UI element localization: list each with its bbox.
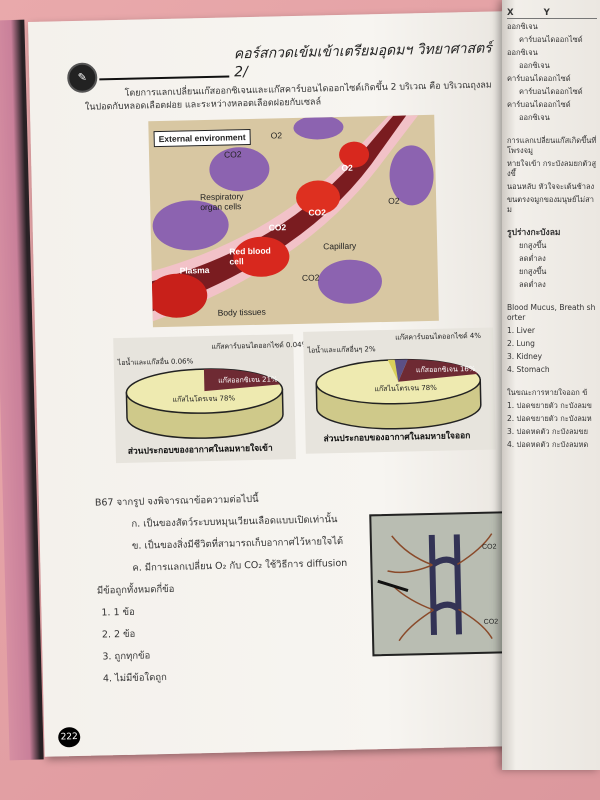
- question-stem: B67 จากรูป จงพิจารณาข้อความต่อไปนี้: [94, 493, 259, 509]
- choice: 1. 1 ข้อ: [101, 606, 135, 619]
- table-header-x: X: [507, 8, 514, 18]
- choice: 2. Lung: [507, 339, 535, 348]
- choice: 4. ปอดหดตัว กะบังลมหด: [507, 440, 589, 449]
- text-line: ยกสูงขึ้น: [519, 267, 547, 276]
- text-line: นอนหลับ หัวใจจะเต้นช้าลง: [507, 182, 595, 191]
- capillary-drawing: [148, 115, 434, 322]
- choice: 3. ถูกทุกข้อ: [102, 650, 151, 663]
- choice: 3. Kidney: [507, 352, 543, 361]
- intro-paragraph: โดยการแลกเปลี่ยนแก๊สออกซิเจนและแก๊สคาร์บ…: [84, 80, 492, 113]
- text-line: ขนตรงจมูกของมนุษย์ไม่สาม: [507, 195, 594, 214]
- text-line: ลดต่ำลง: [519, 254, 546, 263]
- table-cell: คาร์บอนไดออกไซด์: [507, 74, 571, 83]
- choice: 1. ปอดขยายตัว กะบังลมข: [507, 401, 592, 410]
- inhaled-pie-chart: [125, 368, 284, 439]
- label-co2: CO2: [308, 207, 326, 218]
- table-cell: คาร์บอนไดออกไซด์: [519, 87, 583, 96]
- book-page: ✎ คอร์สกวดเข้มเข้าเตรียมอุดมฯ วิทยาศาสตร…: [28, 10, 535, 757]
- title-divider: [99, 75, 230, 81]
- label-capillary: Capillary: [323, 240, 357, 252]
- gas-exchange-illustration: External environment CO2 O2 O2 O2 CO2 CO…: [148, 114, 439, 328]
- text-line: การแลกเปลี่ยนแก๊สเกิดขึ้นที่โพรงจมู: [507, 136, 597, 155]
- label-respiratory-cells: Respiratory organ cells: [199, 191, 244, 213]
- label-o2: O2: [388, 195, 400, 206]
- slice-label: ไอน้ำและแก๊สอื่นๆ 2%: [307, 345, 376, 355]
- slice-label: แก๊สคาร์บอนไดออกไซด์ 0.04%: [211, 340, 309, 351]
- label-co2: CO2: [301, 272, 320, 283]
- table-header: X Y: [507, 8, 597, 19]
- slice-label: แก๊สไนโตรเจน 78%: [374, 383, 437, 394]
- label-co2: CO2: [483, 618, 499, 626]
- question-prompt: มีข้อถูกทั้งหมดกี่ข้อ: [96, 583, 175, 597]
- column-header: รูปร่างกะบังลม: [507, 228, 561, 238]
- table-cell: ออกซิเจน: [507, 22, 538, 31]
- table-header-y: Y: [543, 8, 550, 18]
- table-cell: ออกซิเจน: [519, 113, 550, 122]
- choice: 4. ไม่มีข้อใดถูก: [102, 672, 167, 685]
- choice: 2. ปอดขยายตัว กะบังลมห: [507, 414, 592, 423]
- tracheal-system-figure: CO2 CO2: [369, 511, 512, 657]
- statement: ข. เป็นของสิ่งมีชีวิตที่สามารถเก็บอากาศไ…: [131, 535, 344, 552]
- label-co2: CO2: [481, 543, 497, 551]
- inhaled-pie-panel: ไอน้ำและแก๊สอื่น 0.06% แก๊สคาร์บอนไดออกไ…: [113, 334, 308, 464]
- slice-label: แก๊สไนโตรเจน 78%: [172, 394, 236, 404]
- right-page: X Y ออกซิเจน คาร์บอนไดออกไซด์ ออกซิเจน อ…: [502, 0, 600, 770]
- page-number: 222: [58, 727, 81, 748]
- label-external-environment: External environment: [153, 128, 251, 148]
- label-red-blood-cell: Red blood cell: [229, 245, 271, 267]
- text-line: Blood Mucus, Breath shorter: [507, 303, 596, 322]
- exhaled-pie-panel: ไอน้ำและแก๊สอื่นๆ 2% แก๊สคาร์บอนไดออกไซด…: [303, 327, 496, 454]
- page-title: คอร์สกวดเข้มเข้าเตรียมอุดมฯ วิทยาศาสตร์ …: [233, 40, 492, 81]
- choice: 4. Stomach: [507, 365, 550, 374]
- text-line: ลดต่ำลง: [519, 280, 546, 289]
- label-co2: CO2: [268, 222, 287, 233]
- table-cell: ออกซิเจน: [519, 61, 550, 70]
- label-body-tissues: Body tissues: [217, 306, 266, 318]
- exhaled-pie-chart: [315, 358, 482, 430]
- choice: 2. 2 ข้อ: [101, 628, 136, 641]
- label-o2: O2: [341, 162, 353, 173]
- statement: ค. มีการแลกเปลี่ยน O₂ กับ CO₂ ใช้วิธีการ…: [132, 557, 348, 574]
- table-cell: คาร์บอนไดออกไซด์: [507, 100, 571, 109]
- text-line: ในขณะการหายใจออก ข้: [507, 388, 588, 397]
- slice-label: แก๊สออกซิเจน 21%: [218, 375, 278, 385]
- text-line: ยกสูงขึ้น: [519, 241, 547, 250]
- slice-label: ไอน้ำและแก๊สอื่น 0.06%: [117, 357, 194, 368]
- text-line: หายใจเข้า กระบังลมยกตัวสูงขึ้: [507, 159, 597, 178]
- slice-label: แก๊สออกซิเจน 16%: [415, 364, 476, 375]
- choice: 3. ปอดหดตัว กะบังลมขย: [507, 427, 589, 436]
- trachea-drawing: [377, 533, 493, 642]
- table-cell: คาร์บอนไดออกไซด์: [519, 35, 583, 44]
- choice: 1. Liver: [507, 326, 535, 335]
- slice-label: แก๊สคาร์บอนไดออกไซด์ 4%: [395, 331, 482, 342]
- statement: ก. เป็นของสัตว์ระบบหมุนเวียนเลือดแบบเปิด…: [131, 514, 338, 530]
- label-co2: CO2: [223, 149, 242, 160]
- label-plasma: Plasma: [179, 264, 210, 276]
- table-cell: ออกซิเจน: [507, 48, 538, 57]
- label-o2: O2: [270, 130, 283, 141]
